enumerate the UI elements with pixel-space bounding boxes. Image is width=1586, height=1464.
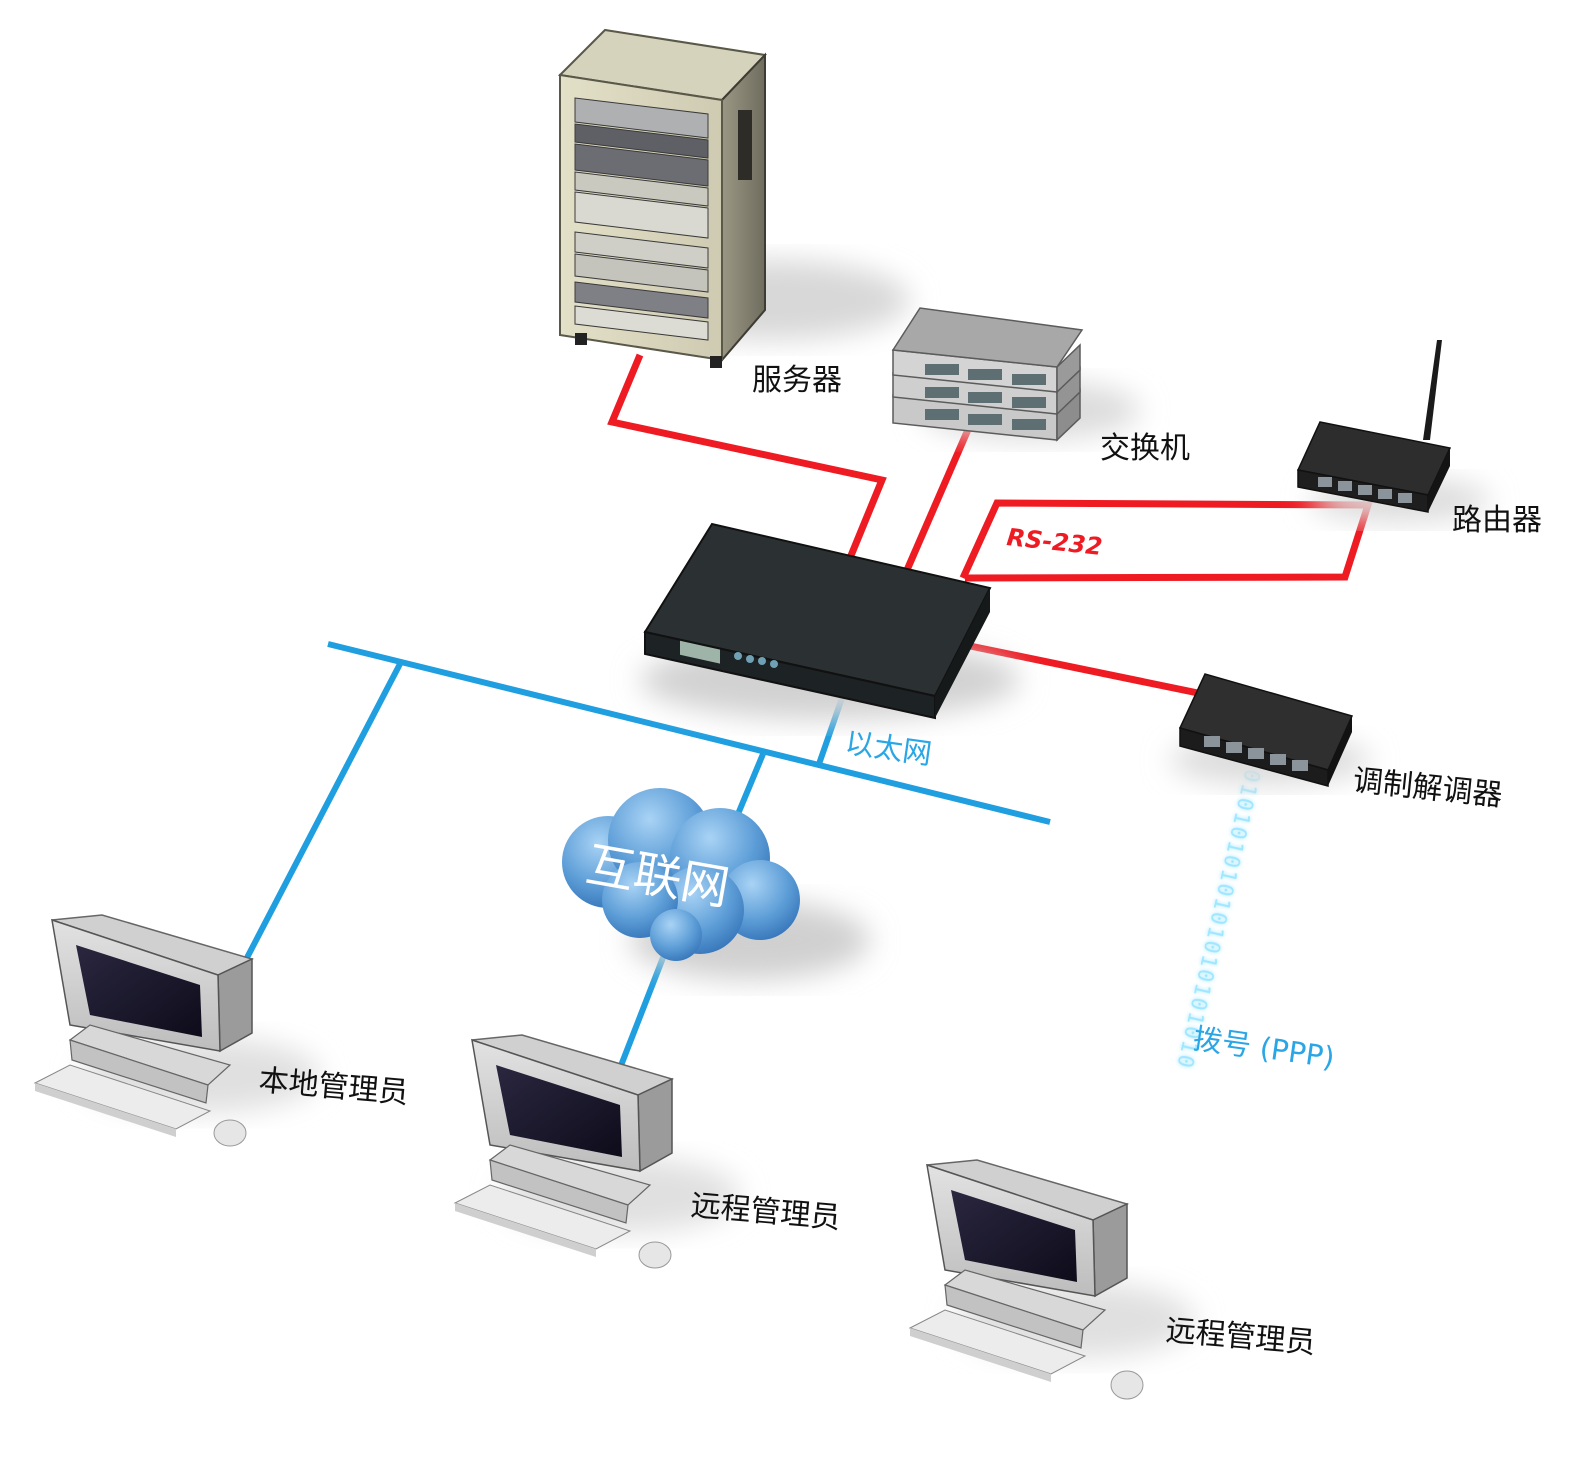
- link-server-hub: [607, 353, 887, 560]
- ethernet-links: [223, 641, 1051, 1070]
- server-rack-icon: [557, 28, 910, 368]
- link-switch-hub: [903, 423, 974, 572]
- local-admin-pc-icon: [33, 914, 320, 1147]
- link-internet-remote-admin: [617, 948, 669, 1070]
- server-label: 服务器: [752, 363, 842, 398]
- modem-label: 调制解调器: [1351, 763, 1504, 813]
- ethernet-bus: [327, 641, 1051, 825]
- link-modem-hub: [969, 642, 1199, 697]
- switch-stack-icon: [891, 307, 1140, 442]
- remote-admin-pc-1-icon: [453, 1034, 740, 1269]
- dialup-label: 拨号 (PPP): [1191, 1021, 1337, 1074]
- router-icon: [1296, 340, 1490, 522]
- switch-label: 交换机: [1100, 431, 1190, 466]
- link-bus-local-admin: [223, 660, 404, 1000]
- ethernet-label: 以太网: [843, 725, 934, 771]
- remote-admin-pc-2-icon: [908, 1159, 1195, 1400]
- router-label: 路由器: [1452, 503, 1542, 538]
- modem-icon: [1170, 673, 1370, 787]
- console-server-icon: [640, 522, 1020, 720]
- remote-admin-2-label: 远程管理员: [1164, 1313, 1316, 1361]
- local-admin-label: 本地管理员: [257, 1063, 409, 1111]
- remote-admin-1-label: 远程管理员: [689, 1188, 841, 1236]
- internet-cloud-icon: [562, 788, 870, 980]
- rs232-label: RS-232: [1005, 523, 1103, 561]
